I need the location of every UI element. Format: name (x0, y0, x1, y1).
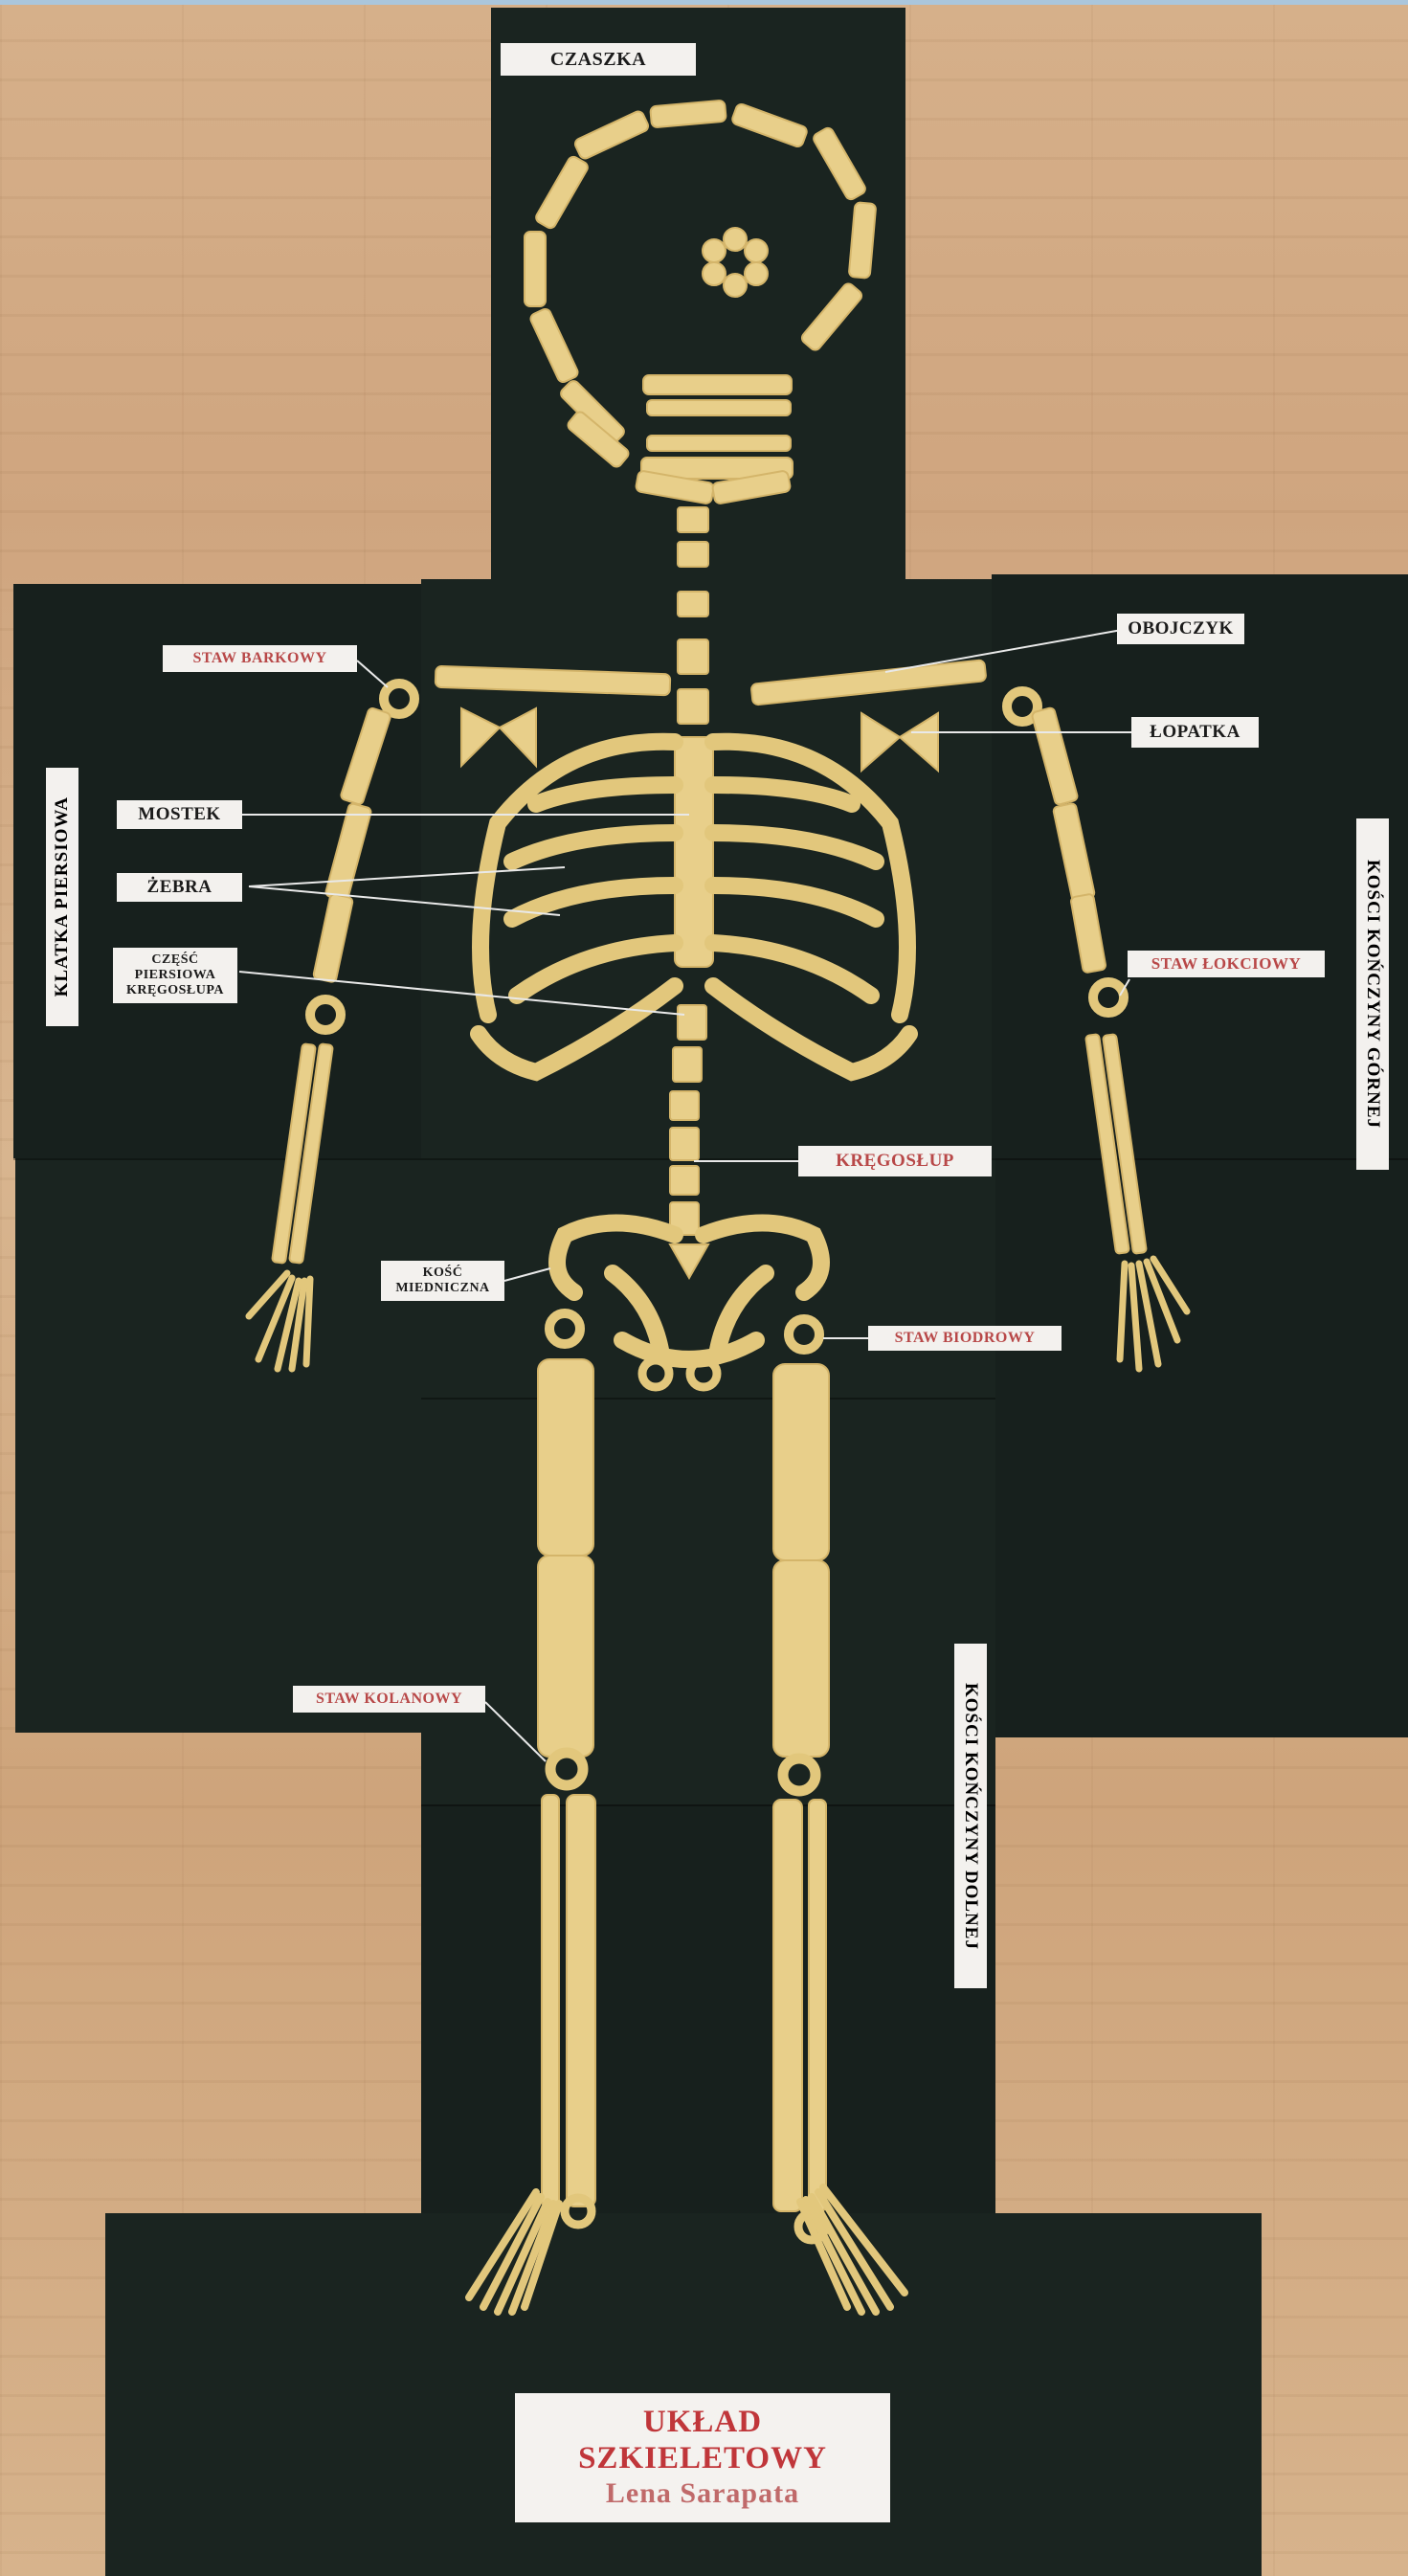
label-obojczyk: OBOJCZYK (1117, 614, 1244, 644)
label-czesc-piersiowa-kregoslupa: CZĘŚĆ PIERSIOWA KRĘGOSŁUPA (113, 948, 237, 1003)
label-staw-biodrowy: STAW BIODROWY (868, 1326, 1062, 1351)
label-kosci-konczyny-dolnej: KOŚCI KOŃCZYNY DOLNEJ (954, 1644, 987, 1988)
label-klatka-piersiowa-text: KLATKA PIERSIOWA (52, 796, 73, 997)
label-kosci-konczyny-gornej-text: KOŚCI KOŃCZYNY GÓRNEJ (1362, 860, 1383, 1129)
label-czesc-line-3: KRĘGOSŁUPA (126, 983, 224, 998)
title-author: Lena Sarapata (606, 2477, 799, 2511)
label-staw-kolanowy: STAW KOLANOWY (293, 1686, 485, 1713)
label-kregoslup: KRĘGOSŁUP (798, 1146, 992, 1176)
label-czaszka: CZASZKA (501, 43, 696, 76)
label-staw-barkowy: STAW BARKOWY (163, 645, 357, 672)
label-kosci-konczyny-gornej: KOŚCI KOŃCZYNY GÓRNEJ (1356, 818, 1389, 1170)
title-card: UKŁAD SZKIELETOWY Lena Sarapata (515, 2393, 890, 2522)
label-kosc-line-2: MIEDNICZNA (395, 1281, 489, 1296)
label-czesc-line-2: PIERSIOWA (135, 968, 216, 983)
label-kosci-konczyny-dolnej-text: KOŚCI KOŃCZYNY DOLNEJ (960, 1683, 981, 1950)
label-klatka-piersiowa: KLATKA PIERSIOWA (46, 768, 78, 1026)
title-line-1: UKŁAD (643, 2405, 762, 2441)
label-staw-lokciowy: STAW ŁOKCIOWY (1128, 951, 1325, 977)
label-czesc-line-1: CZĘŚĆ (151, 952, 198, 968)
label-mostek: MOSTEK (117, 800, 242, 829)
label-kosc-line-1: KOŚĆ (423, 1266, 463, 1281)
label-zebra: ŻEBRA (117, 873, 242, 902)
label-kosc-miedniczna: KOŚĆ MIEDNICZNA (381, 1261, 504, 1301)
title-line-2: SZKIELETOWY (578, 2441, 827, 2477)
label-lopatka: ŁOPATKA (1131, 717, 1259, 748)
